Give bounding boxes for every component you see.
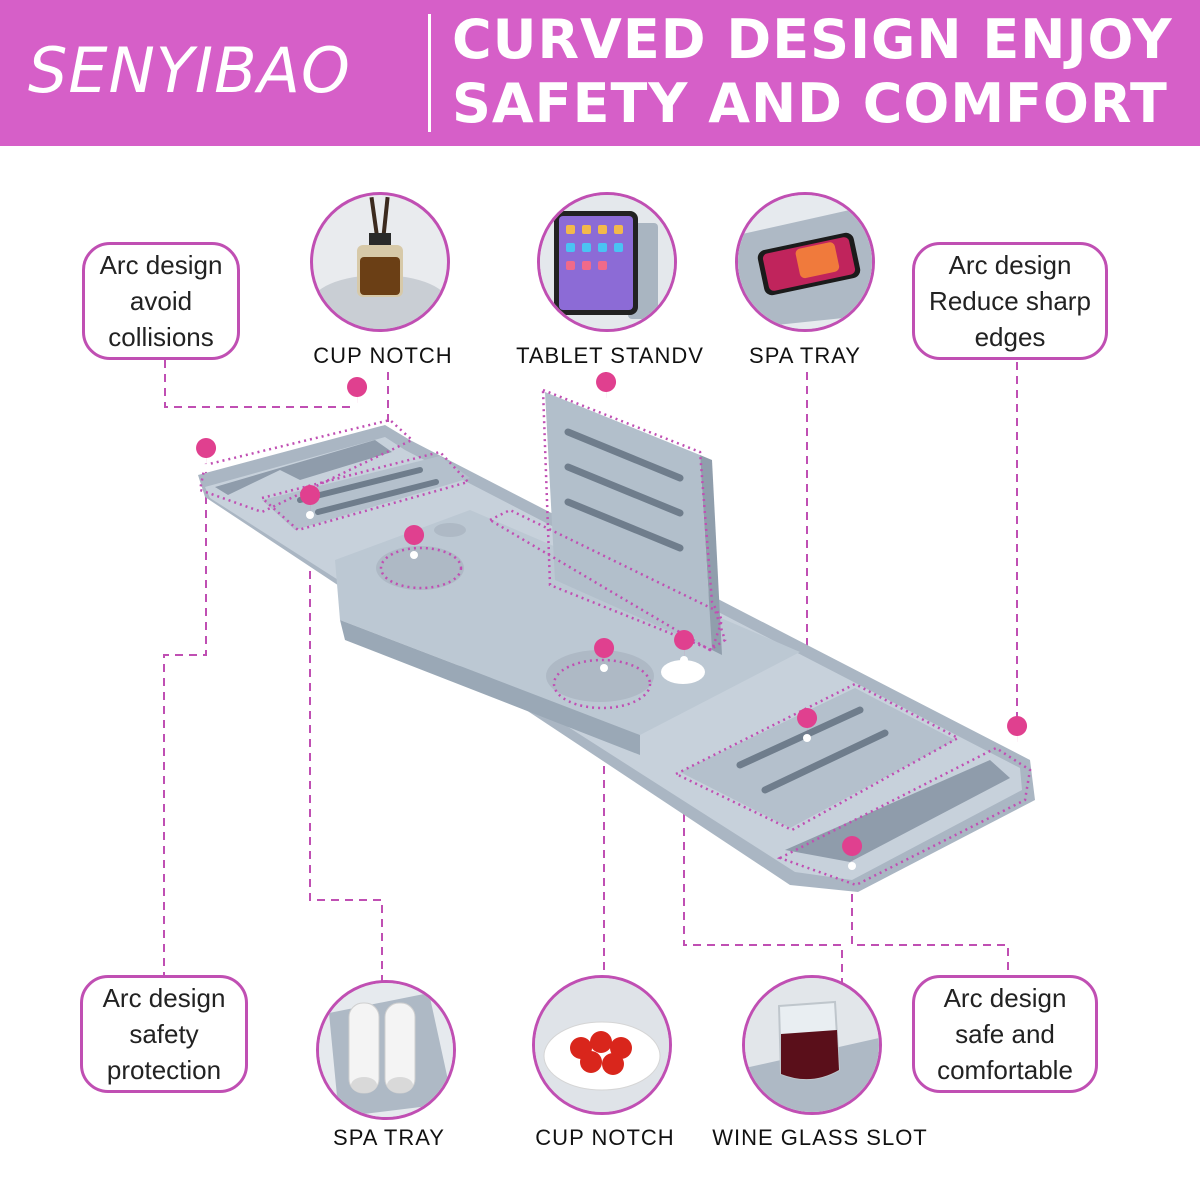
smartphone-icon bbox=[735, 192, 875, 332]
headline: CURVED DESIGN ENJOY SAFETY AND COMFORT bbox=[452, 8, 1192, 136]
callout-reduce-sharp-edges: Arc design Reduce sharp edges bbox=[912, 242, 1108, 360]
banner-divider bbox=[428, 14, 431, 132]
brand-name: SENYIBAO bbox=[28, 34, 351, 107]
wine-glass-icon bbox=[742, 975, 882, 1115]
feature-label-wine-glass-slot: WINE GLASS SLOT bbox=[712, 1125, 928, 1150]
callout-safe-comfortable: Arc design safe and comfortable bbox=[912, 975, 1098, 1093]
callout-avoid-collisions: Arc design avoid collisions bbox=[82, 242, 240, 360]
callout-safety-protection: Arc design safety protection bbox=[80, 975, 248, 1093]
diffuser-bottle-icon bbox=[310, 192, 450, 332]
feature-label-cup-notch-top: CUP NOTCH bbox=[313, 343, 453, 368]
headline-line-1: CURVED DESIGN ENJOY bbox=[452, 8, 1173, 71]
header-banner: SENYIBAO CURVED DESIGN ENJOY SAFETY AND … bbox=[0, 0, 1200, 146]
bath-tray-illustration bbox=[163, 360, 1035, 985]
feature-label-tablet-stand: TABLET STANDV bbox=[516, 343, 704, 368]
fruit-bowl-icon bbox=[532, 975, 672, 1115]
feature-label-cup-notch-bottom: CUP NOTCH bbox=[535, 1125, 675, 1150]
highlight-outlines bbox=[198, 388, 1032, 887]
location-pins bbox=[196, 372, 1028, 870]
feature-label-spa-tray-top: SPA TRAY bbox=[749, 343, 861, 368]
tray-frame bbox=[198, 392, 1035, 892]
feature-label-spa-tray-bottom: SPA TRAY bbox=[333, 1125, 445, 1150]
tablet-icon bbox=[537, 192, 677, 332]
headline-line-2: SAFETY AND COMFORT bbox=[452, 72, 1168, 135]
rolled-towels-icon bbox=[316, 980, 456, 1120]
